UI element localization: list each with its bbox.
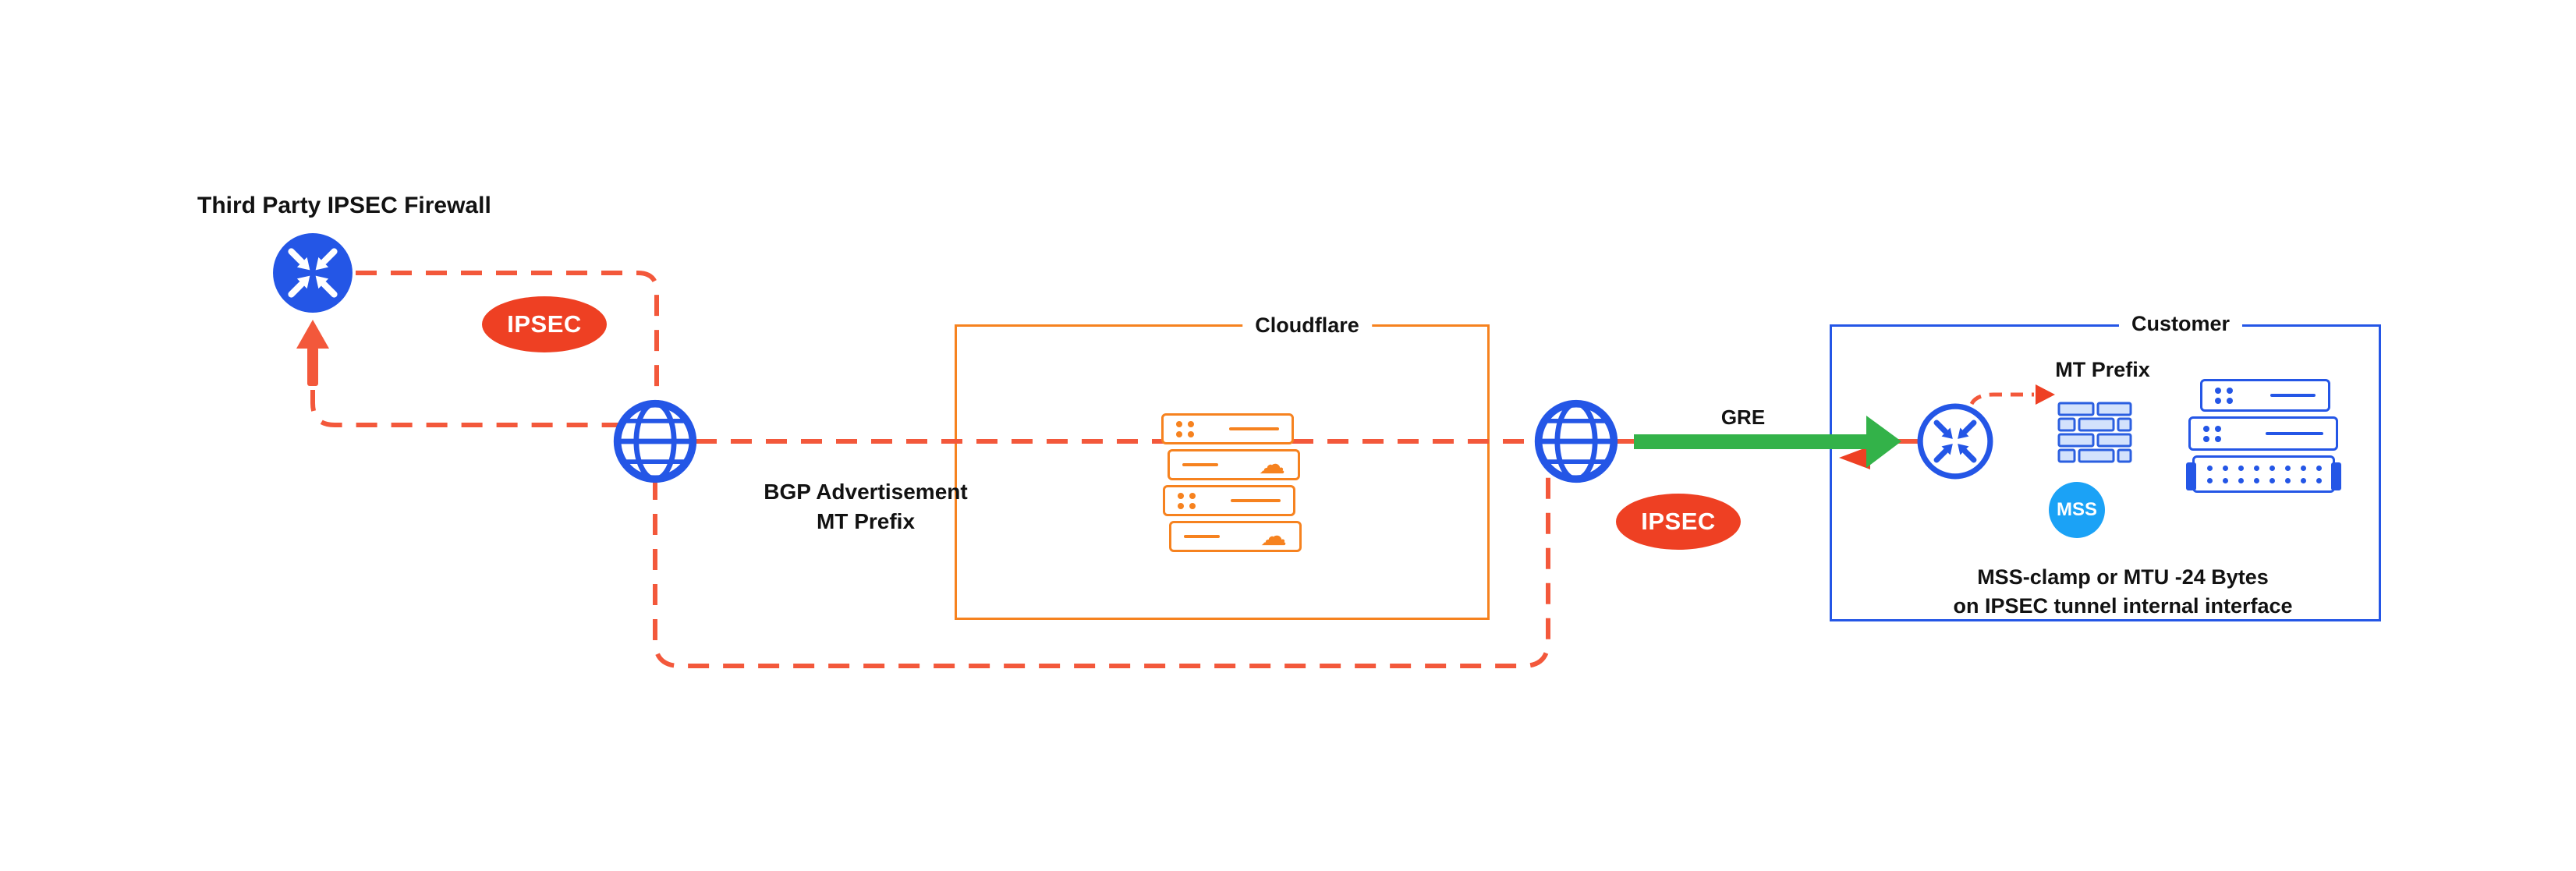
server-icon: [2200, 379, 2330, 412]
customer-box: [1830, 324, 2381, 621]
ipsec-badge-right: IPSEC: [1616, 494, 1741, 550]
server-icon: [2186, 455, 2341, 493]
firewall-icon: [2057, 402, 2132, 464]
server-dots: [2215, 387, 2234, 404]
bgp-advertisement-line2: MT Prefix: [816, 509, 916, 533]
ipsec-badge-left: IPSEC: [482, 296, 607, 352]
cloudflare-box-label: Cloudflare: [1242, 311, 1372, 339]
mss-clamp-note-line1: MSS-clamp or MTU -24 Bytes: [1977, 565, 2269, 589]
server-line: [1184, 535, 1220, 538]
mss-badge: MSS: [2049, 482, 2105, 538]
path-return-to-firewall: [310, 390, 620, 427]
customer-router-icon: [1915, 402, 1995, 481]
server-icon: ☁: [1168, 449, 1300, 480]
server-line: [2266, 432, 2323, 435]
internet-globe-icon-right: [1531, 396, 1621, 487]
server-ear-left: [2186, 462, 2196, 490]
server-icon: [1161, 413, 1294, 444]
mss-clamp-note: MSS-clamp or MTU -24 Bytes on IPSEC tunn…: [1953, 563, 2292, 621]
mss-clamp-note-line2: on IPSEC tunnel internal interface: [1953, 594, 2293, 618]
return-arrowhead-icon: [1839, 446, 1870, 469]
server-dots: [1178, 492, 1196, 509]
server-icon: ☁: [1169, 521, 1302, 552]
up-arrow-icon: [296, 320, 329, 386]
bgp-advertisement-label: BGP Advertisement MT Prefix: [749, 477, 983, 536]
customer-box-label: Customer: [2118, 310, 2243, 338]
cloudflare-box: [955, 324, 1490, 620]
server-vents: [2207, 465, 2322, 483]
gre-label: GRE: [1720, 405, 1766, 429]
ipsec-badge-right-label: IPSEC: [1641, 508, 1716, 535]
mt-prefix-label: MT Prefix: [2055, 358, 2150, 381]
cloud-icon: ☁: [1259, 449, 1285, 480]
server-line: [1231, 499, 1281, 502]
server-line: [1229, 427, 1279, 430]
third-party-firewall-label: Third Party IPSEC Firewall: [197, 193, 491, 218]
server-ear-right: [2331, 462, 2341, 490]
internet-globe-icon-left: [610, 396, 700, 487]
mt-prefix-arrowhead-icon: [2036, 384, 2055, 405]
server-dots: [1176, 420, 1195, 437]
server-dots: [2203, 425, 2222, 442]
path-firewall-to-globe: [356, 271, 659, 404]
server-icon: [2188, 416, 2338, 451]
cloud-icon: ☁: [1260, 521, 1287, 552]
ipsec-firewall-router-icon: [272, 232, 353, 313]
bgp-advertisement-line1: BGP Advertisement: [764, 480, 968, 504]
mss-badge-label: MSS: [2056, 499, 2097, 520]
server-icon: [1163, 485, 1295, 516]
gre-arrow-icon: [1634, 416, 1901, 468]
server-line: [1182, 463, 1218, 466]
ipsec-badge-left-label: IPSEC: [507, 310, 582, 338]
path-router-to-mtprefix: [1969, 392, 2034, 405]
server-line: [2270, 394, 2316, 397]
